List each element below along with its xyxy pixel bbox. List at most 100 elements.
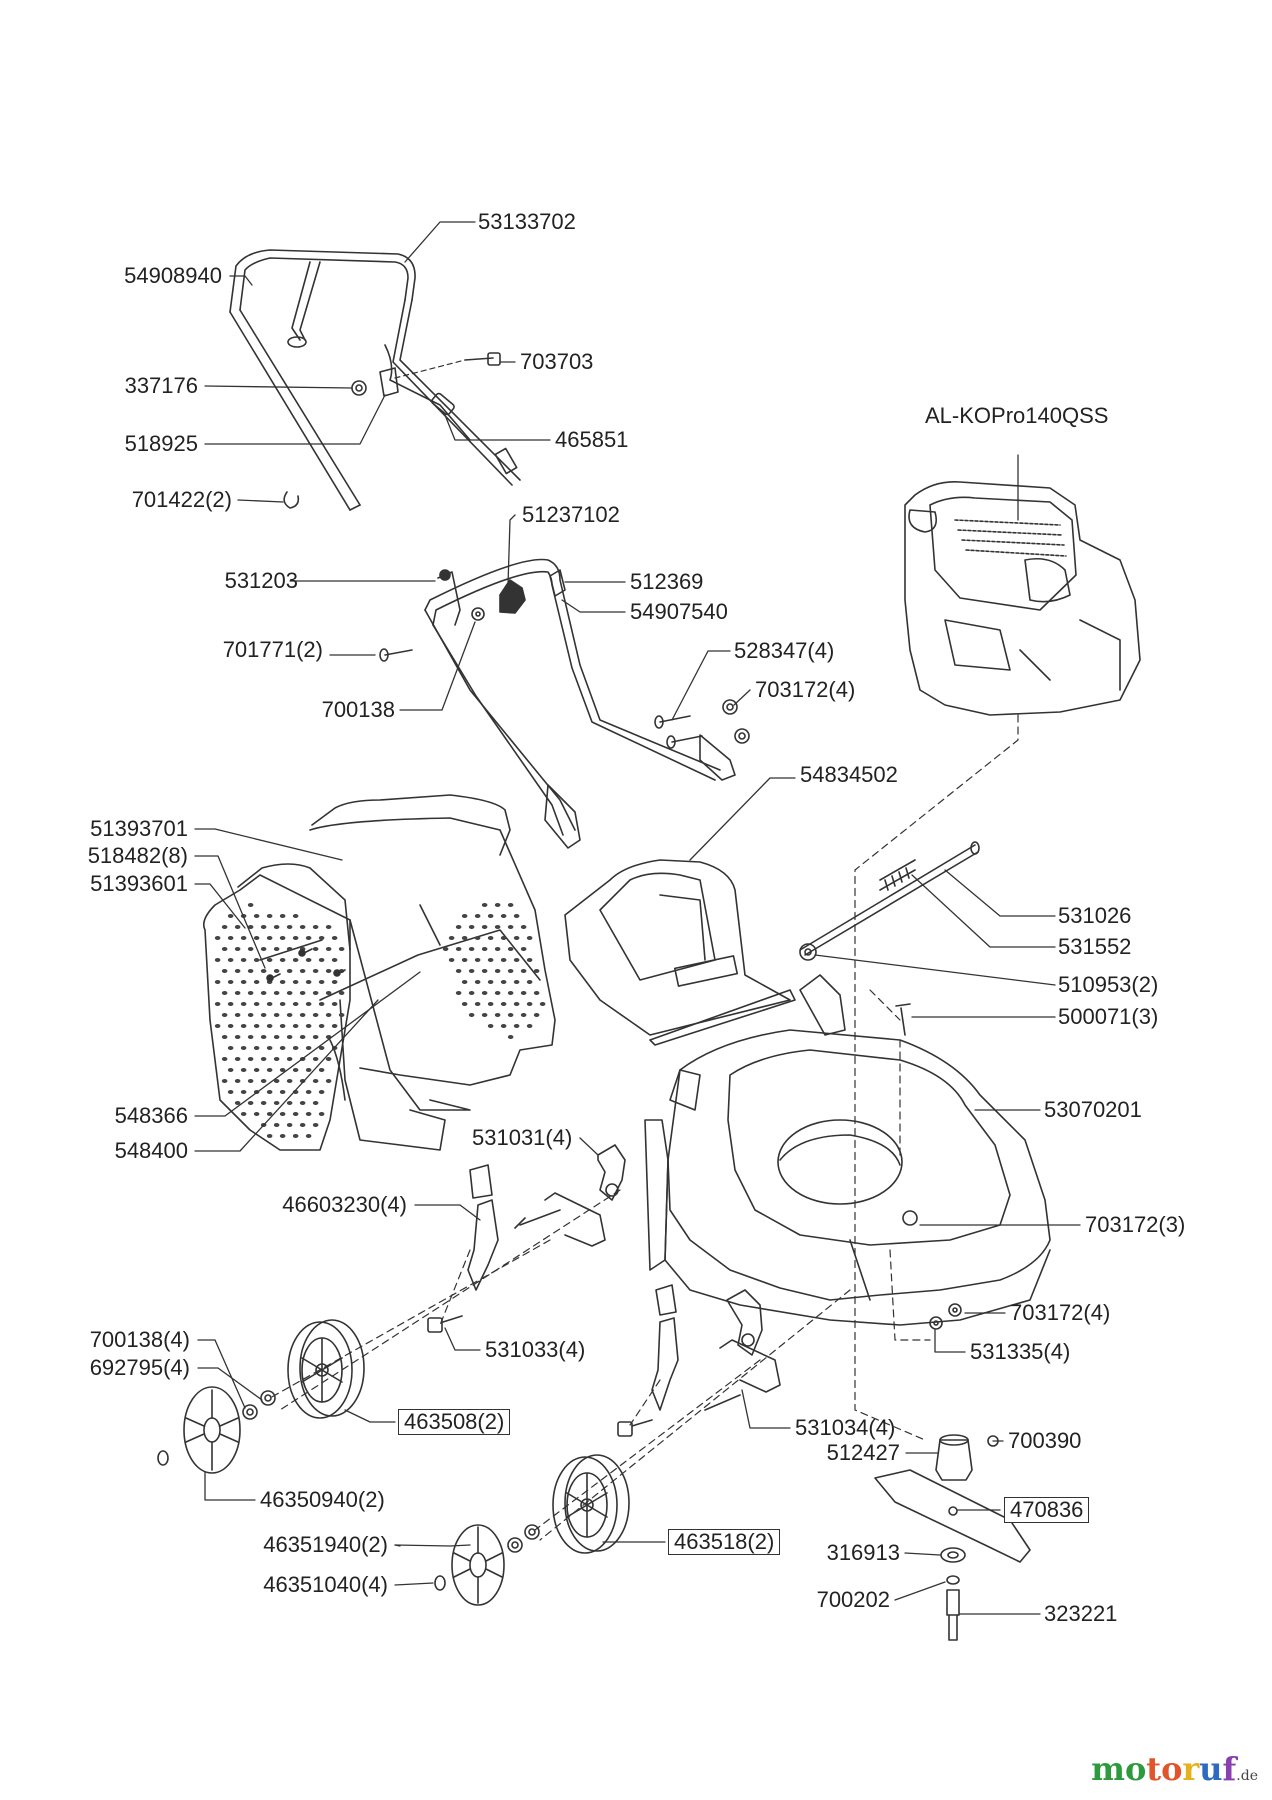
cover-54834502 xyxy=(564,859,796,1046)
bag-perforation-dot xyxy=(461,936,468,940)
washer-510953 xyxy=(799,943,817,961)
bag-perforation-dot xyxy=(240,1068,247,1072)
part-label-703172-handle: 703172(4) xyxy=(755,677,856,702)
part-label-531034: 531034(4) xyxy=(795,1415,896,1440)
washer-700138 xyxy=(471,607,485,621)
bag-perforation-dot xyxy=(260,1035,267,1039)
upper-handle xyxy=(229,249,521,511)
bag-perforation-dot xyxy=(227,1024,234,1028)
bag-perforation-dot xyxy=(273,947,280,951)
bag-perforation-dot xyxy=(461,1002,468,1006)
bag-perforation-dot xyxy=(442,947,449,951)
bag-perforation-dot xyxy=(260,925,267,929)
bag-perforation-dot xyxy=(494,925,501,929)
bag-perforation-dot xyxy=(520,925,527,929)
bag-perforation-dot xyxy=(221,947,228,951)
bolt-323221 xyxy=(946,1589,960,1641)
bag-perforation-dot xyxy=(273,969,280,973)
part-label-470836: 470836 xyxy=(1004,1497,1090,1523)
bag-perforation-dot xyxy=(468,925,475,929)
bag-perforation-pattern xyxy=(214,903,546,1138)
bag-perforation-dot xyxy=(247,947,254,951)
part-label-463508: 463508(2) xyxy=(398,1409,511,1435)
part-label-463518: 463518(2) xyxy=(668,1529,781,1555)
bag-perforation-dot xyxy=(481,925,488,929)
bag-perforation-dot xyxy=(487,980,494,984)
bag-perforation-dot xyxy=(299,1013,306,1017)
bag-perforation-dot xyxy=(260,947,267,951)
bag-perforation-dot xyxy=(526,1002,533,1006)
bag-perforation-dot xyxy=(305,1090,312,1094)
motoruf-watermark: motoruf.de xyxy=(1091,1750,1258,1788)
bag-perforation-dot xyxy=(247,969,254,973)
part-label-323221: 323221 xyxy=(1044,1601,1118,1626)
bag-perforation-dot xyxy=(227,1068,234,1072)
bag-perforation-dot xyxy=(266,958,273,962)
part-label-548400: 548400 xyxy=(114,1138,188,1163)
part-label-531026: 531026 xyxy=(1058,903,1132,928)
bolt-531034 xyxy=(617,1419,653,1437)
assembly-dashed-lines xyxy=(269,714,1019,1541)
bag-perforation-dot xyxy=(253,1112,260,1116)
bag-perforation-dot xyxy=(279,914,286,918)
bag-perforation-dot xyxy=(468,969,475,973)
bag-perforation-dot xyxy=(279,1002,286,1006)
bag-perforation-dot xyxy=(253,958,260,962)
bag-perforation-dot xyxy=(227,1046,234,1050)
bag-perforation-dot xyxy=(487,936,494,940)
part-label-700202: 700202 xyxy=(816,1587,890,1612)
bag-perforation-dot xyxy=(253,936,260,940)
part-label-531033: 531033(4) xyxy=(485,1337,586,1362)
bag-perforation-dot xyxy=(234,1057,241,1061)
bag-perforation-dot xyxy=(260,1079,267,1083)
bag-perforation-dot xyxy=(214,1024,221,1028)
bolt-703703 xyxy=(394,352,501,379)
lever-46603230-front xyxy=(467,1164,499,1291)
bag-perforation-dot xyxy=(455,925,462,929)
bag-perforation-dot xyxy=(481,947,488,951)
bag-perforation-dot xyxy=(507,1035,514,1039)
bag-perforation-dot xyxy=(312,991,319,995)
bag-perforation-dot xyxy=(299,991,306,995)
bag-perforation-dot xyxy=(513,936,520,940)
bag-perforation-dot xyxy=(266,1134,273,1138)
bag-perforation-dot xyxy=(227,936,234,940)
bag-perforation-dot xyxy=(221,969,228,973)
bag-perforation-dot xyxy=(526,958,533,962)
bag-perforation-dot xyxy=(266,1068,273,1072)
wheel-463508 xyxy=(287,1319,365,1419)
height-adjuster-front xyxy=(597,1144,626,1201)
cap-small-rear xyxy=(434,1575,446,1591)
bag-perforation-dot xyxy=(513,958,520,962)
part-label-53133702: 53133702 xyxy=(478,209,576,234)
bag-perforation-dot xyxy=(312,1123,319,1127)
bag-perforation-dot xyxy=(325,991,332,995)
part-label-531031: 531031(4) xyxy=(472,1125,573,1150)
bag-perforation-dot xyxy=(292,1024,299,1028)
bag-perforation-dot xyxy=(286,925,293,929)
bag-perforation-dot xyxy=(513,980,520,984)
part-label-510953: 510953(2) xyxy=(1058,972,1159,997)
bag-perforation-dot xyxy=(520,991,527,995)
bag-perforation-dot xyxy=(338,947,345,951)
bag-perforation-dot xyxy=(234,1101,241,1105)
bag-perforation-dot xyxy=(305,1068,312,1072)
bag-perforation-dot xyxy=(299,969,306,973)
bag-perforation-dot xyxy=(526,1024,533,1028)
blade-adapter-512427 xyxy=(935,1434,973,1481)
bag-perforation-dot xyxy=(266,1002,273,1006)
bag-perforation-dot xyxy=(214,936,221,940)
star-knob-51237102 xyxy=(499,579,526,614)
washers-rear-wheel xyxy=(507,1524,540,1553)
axle-531026 xyxy=(799,841,980,956)
part-label-51393601: 51393601 xyxy=(90,871,188,896)
bag-perforation-dot xyxy=(292,936,299,940)
bag-perforation-dot xyxy=(507,925,514,929)
bag-perforation-dot xyxy=(305,1112,312,1116)
bag-perforation-dot xyxy=(286,991,293,995)
bag-perforation-dot xyxy=(461,980,468,984)
bag-perforation-dot xyxy=(234,969,241,973)
bag-perforation-dot xyxy=(240,1112,247,1116)
bag-perforation-dot xyxy=(318,1090,325,1094)
washers-700138-692795 xyxy=(242,1390,276,1420)
